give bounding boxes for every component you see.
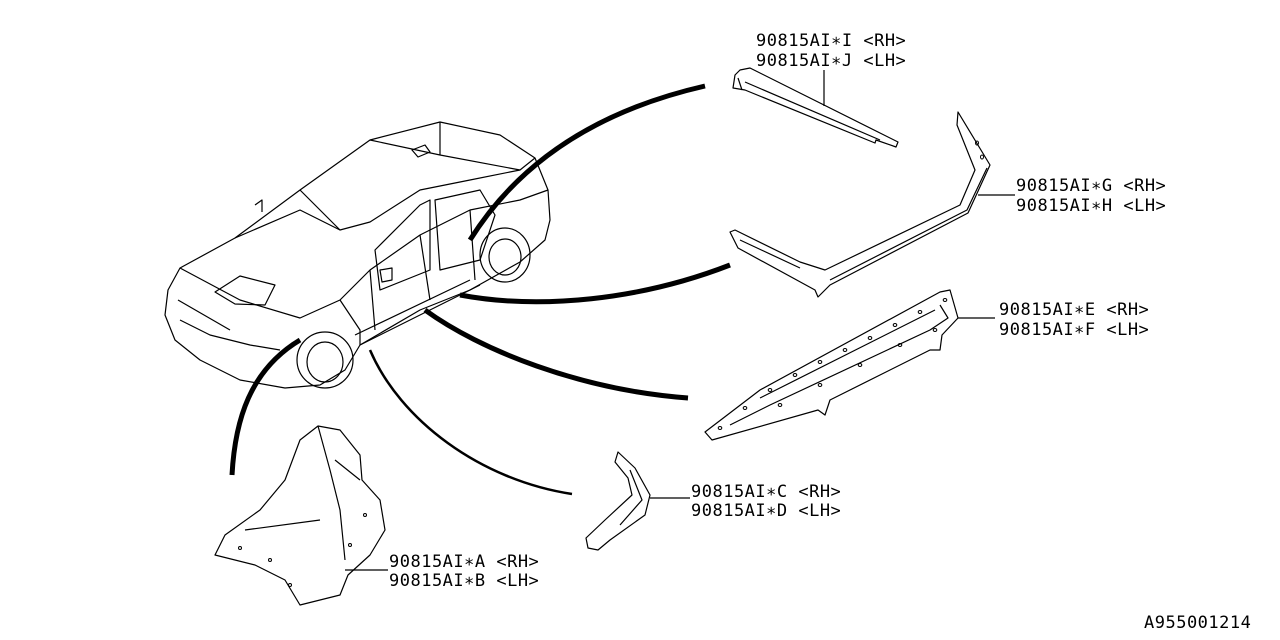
callout-A-B: 90815AI∗A <RH> 90815AI∗B <LH> [389,552,539,591]
part-wheel-housing [214,425,388,606]
callout-I-J: 90815AI∗I <RH> 90815AI∗J <LH> [756,31,906,71]
part-label-rh: 90815AI∗C <RH> [691,482,841,502]
part-label-rh: 90815AI∗I <RH> [756,31,906,51]
part-label-rh: 90815AI∗E <RH> [999,300,1149,320]
part-label-lh: 90815AI∗H <LH> [1016,196,1166,216]
part-label-lh: 90815AI∗F <LH> [999,320,1149,340]
part-bracket [585,451,690,551]
part-pillar-frame [729,111,1015,298]
part-label-rh: 90815AI∗G <RH> [1016,176,1166,196]
callout-E-F: 90815AI∗E <RH> 90815AI∗F <LH> [999,300,1149,340]
callout-C-D: 90815AI∗C <RH> 90815AI∗D <LH> [691,482,841,521]
sill-holes [717,298,948,430]
part-roof-rail [732,67,899,148]
part-label-lh: 90815AI∗D <LH> [691,501,841,521]
part-side-sill [704,289,995,441]
part-label-rh: 90815AI∗A <RH> [389,552,539,572]
part-label-lh: 90815AI∗J <LH> [756,51,906,71]
callout-G-H: 90815AI∗G <RH> 90815AI∗H <LH> [1016,176,1166,216]
callout-arcs [229,83,731,496]
part-label-lh: 90815AI∗B <LH> [389,571,539,591]
vehicle-illustration [164,121,551,389]
figure-id: A955001214 [1144,613,1251,633]
